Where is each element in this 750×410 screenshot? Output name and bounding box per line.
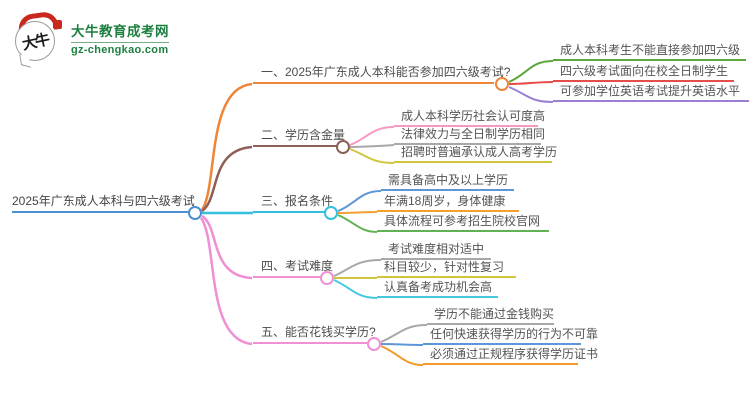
leaf-node-4-1[interactable]: 考试难度相对适中 [381, 241, 491, 260]
connector-branch2-leaf1 [349, 126, 395, 146]
branch-node-2-label[interactable]: 二、学历含金量 [253, 127, 345, 147]
leaf-node-5-2[interactable]: 任何快速获得学历的行为不可靠 [423, 326, 598, 345]
branch-node-4-handle[interactable] [320, 271, 334, 285]
connector-root-branch2 [201, 145, 253, 213]
branch-node-5-label[interactable]: 五、能否花钱买学历? [253, 324, 376, 344]
leaf-node-4-2[interactable]: 科目较少，针对性复习 [377, 259, 516, 278]
connector-branch5-leaf1 [380, 324, 428, 343]
connector-branch5-leaf2 [380, 343, 424, 346]
connector-branch5-leaf3 [380, 345, 424, 366]
connector-branch3-leaf2 [337, 211, 378, 214]
leaf-node-5-3[interactable]: 必须通过正规程序获得学历证书 [423, 346, 598, 365]
connector-branch2-leaf3 [349, 148, 395, 164]
connector-branch3-leaf3 [337, 214, 378, 233]
brand-logo-icon: 大牛 [13, 10, 65, 68]
connector-root-branch4 [201, 214, 253, 280]
root-node-label[interactable]: 2025年广东成人本科与四六级考试 [12, 192, 195, 213]
connector-branch4-leaf3 [333, 279, 378, 299]
brand-domain: gz-chengkao.com [71, 42, 169, 56]
leaf-node-1-3[interactable]: 可参加学位英语考试提升英语水平 [553, 83, 749, 102]
leaf-node-5-1[interactable]: 学历不能通过金钱购买 [427, 306, 554, 325]
branch-node-2-handle[interactable] [336, 140, 350, 154]
connector-branch4-leaf1 [333, 259, 382, 277]
brand-logo: 大牛 大牛教育成考网 gz-chengkao.com [13, 10, 169, 68]
leaf-node-4-3[interactable]: 认真备考成功机会高 [377, 279, 498, 298]
leaf-node-3-1[interactable]: 需具备高中及以上学历 [381, 172, 514, 191]
connector-root-branch1 [200, 82, 253, 211]
connector-branch3-leaf1 [337, 190, 382, 212]
logo-red-seal [53, 20, 62, 29]
branch-node-3-handle[interactable] [324, 206, 338, 220]
leaf-node-1-2[interactable]: 四六级考试面向在校全日制学生 [553, 63, 734, 82]
connector-branch1-leaf3 [508, 86, 554, 103]
branch-node-1-label[interactable]: 一、2025年广东成人本科能否参加四六级考试? [253, 64, 510, 84]
leaf-node-2-2[interactable]: 法律效力与全日制学历相同 [394, 126, 545, 145]
leaf-node-1-1[interactable]: 成人本科考生不能直接参加四六级 [553, 42, 746, 61]
connector-branch1-leaf1 [508, 60, 554, 83]
logo-calligraphy-text: 大牛 [20, 29, 50, 53]
brand-title: 大牛教育成考网 [71, 24, 169, 39]
root-node-handle[interactable] [188, 206, 202, 220]
brand-logo-text: 大牛教育成考网 gz-chengkao.com [71, 20, 169, 56]
branch-node-5-handle[interactable] [367, 337, 381, 351]
connector-branch2-leaf2 [349, 144, 395, 148]
branch-node-1-handle[interactable] [495, 77, 509, 91]
connector-root-branch5 [199, 217, 253, 346]
leaf-node-2-3[interactable]: 招聘时普遍承认成人高考学历 [394, 144, 557, 163]
leaf-node-2-1[interactable]: 成人本科学历社会认可度高 [394, 108, 545, 127]
leaf-node-3-2[interactable]: 年满18周岁，身体健康 [377, 193, 519, 212]
connector-branch1-leaf2 [508, 81, 554, 85]
branch-node-3-label[interactable]: 三、报名条件 [253, 193, 333, 213]
branch-node-4-label[interactable]: 四、考试难度 [253, 258, 333, 278]
leaf-node-3-3[interactable]: 具体流程可参考招生院校官网 [377, 213, 549, 232]
